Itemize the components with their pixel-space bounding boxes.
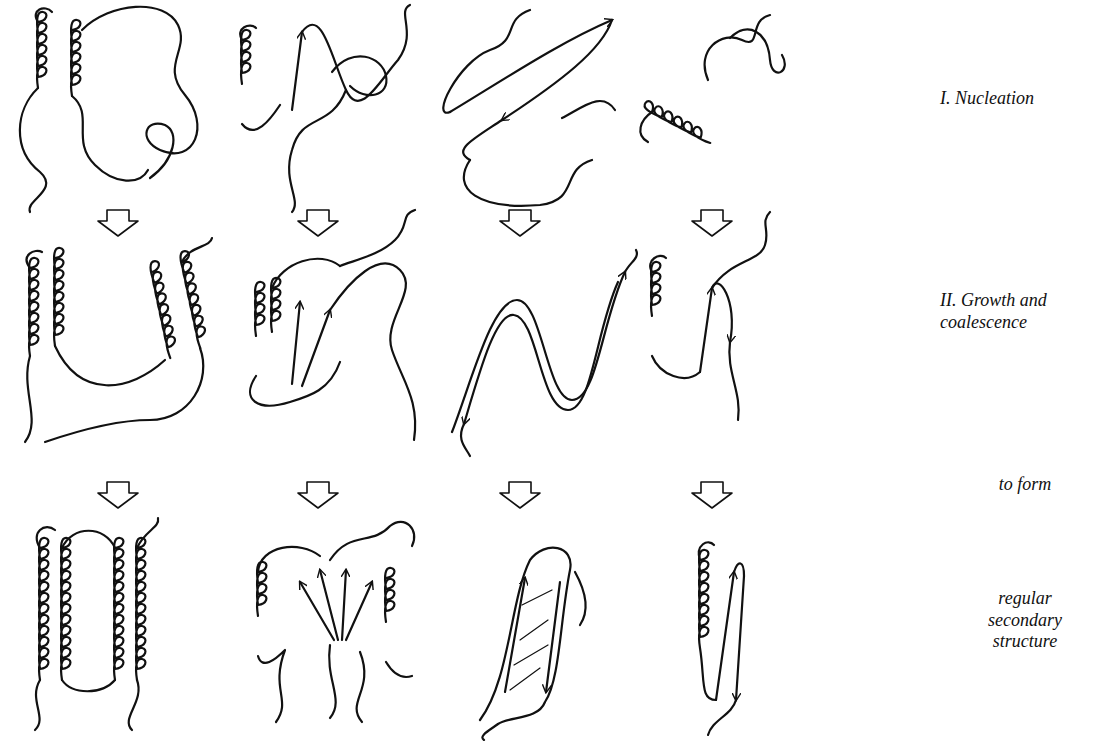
- stage-label: I. Nucleation: [940, 88, 1110, 110]
- sheet-chain-column-3: [443, 10, 637, 740]
- helix-sheet-column-4: [640, 15, 784, 735]
- stage-arrows: [98, 210, 732, 508]
- helix-chain-column-1: [20, 7, 212, 730]
- stage-label: regular secondary structure: [975, 588, 1075, 653]
- stage-label: II. Growth and coalescence: [940, 290, 1070, 333]
- stage-label: to form: [975, 474, 1075, 496]
- mixed-chain-column-2: [240, 5, 415, 722]
